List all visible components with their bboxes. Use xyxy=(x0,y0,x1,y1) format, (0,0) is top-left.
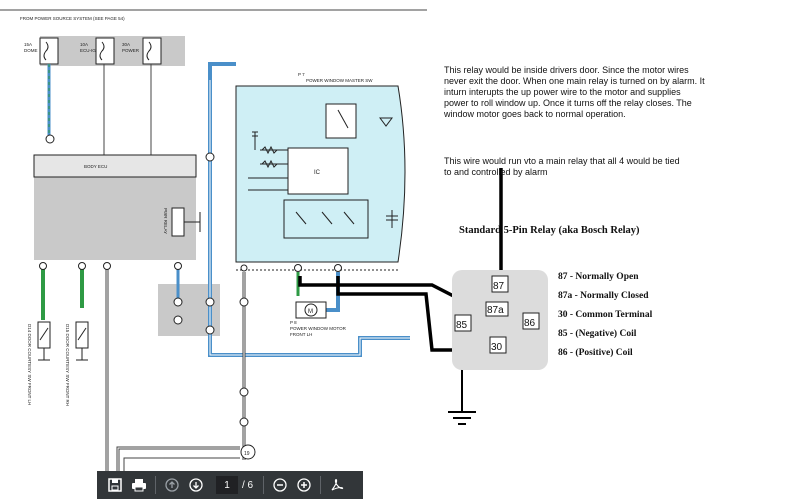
svg-text:ECU-IG: ECU-IG xyxy=(80,48,96,53)
power-source-header: FROM POWER SOURCE SYSTEM (SEE PAGE 54) xyxy=(20,16,125,21)
door-courtesy-switch-lh: D14 DOOR COURTESY SW FRONT LH xyxy=(27,321,51,405)
annotation-wire-2 xyxy=(336,276,490,352)
relay-legend-85: 85 - (Negative) Coil xyxy=(558,329,637,339)
pin-87a: 87a xyxy=(487,305,504,316)
annotation-note-relay: This relay would be inside drivers door.… xyxy=(444,65,705,119)
fuse-ecu-ig: 10A ECU-IG xyxy=(80,37,115,65)
next-page-button[interactable] xyxy=(184,471,208,499)
relay-title: Standard 5-Pin Relay (aka Bosch Relay) xyxy=(459,225,640,236)
svg-text:D15 DOOR COURTESY SW FRONT RH: D15 DOOR COURTESY SW FRONT RH xyxy=(65,324,70,406)
svg-text:FRONT LH: FRONT LH xyxy=(290,332,312,337)
body-ecu-label: BODY ECU xyxy=(84,164,107,169)
wire-blue-supply xyxy=(208,62,236,80)
pin-85: 85 xyxy=(456,320,468,331)
master-sw-id: P 7 xyxy=(298,72,305,77)
zoom-in-icon xyxy=(297,478,311,492)
fuse-dome: 15A DOME xyxy=(24,37,59,65)
page-number-input[interactable]: 1 xyxy=(216,476,238,494)
acrobat-icon xyxy=(331,479,344,491)
ic-block xyxy=(287,147,349,195)
pin-87: 87 xyxy=(493,281,505,292)
page-down-icon xyxy=(189,478,203,492)
page-total: / 6 xyxy=(242,479,254,491)
svg-text:IC: IC xyxy=(314,170,321,176)
previous-page-button[interactable] xyxy=(160,471,184,499)
print-icon xyxy=(132,479,146,492)
open-in-acrobat-button[interactable] xyxy=(325,471,349,499)
page-up-icon xyxy=(165,478,179,492)
svg-text:10A: 10A xyxy=(80,42,88,47)
body-ecu xyxy=(33,154,197,178)
svg-text:POWER WINDOW MOTOR: POWER WINDOW MOTOR xyxy=(290,326,347,331)
relay-legend-30: 30 - Common Terminal xyxy=(558,310,653,320)
toolbar-separator xyxy=(155,476,156,494)
pin-30: 30 xyxy=(491,342,503,353)
relay-pins: 87 87a 85 86 30 xyxy=(454,275,540,354)
svg-text:M: M xyxy=(308,309,313,315)
save-icon xyxy=(108,478,122,492)
pin-86: 86 xyxy=(524,318,536,329)
svg-text:POWER: POWER xyxy=(122,48,140,53)
annotation-note-wire: This wire would run vto a main relay tha… xyxy=(444,156,680,177)
master-sw-connector xyxy=(236,264,398,272)
relay-legend-86: 86 - (Positive) Coil xyxy=(558,348,633,358)
svg-text:D14 DOOR COURTESY SW FRONT LH: D14 DOOR COURTESY SW FRONT LH xyxy=(27,324,32,405)
relay-legend-87: 87 - Normally Open xyxy=(558,272,639,282)
zoom-out-button[interactable] xyxy=(268,471,292,499)
ground-symbol xyxy=(448,411,476,425)
svg-text:19: 19 xyxy=(244,451,250,457)
pdf-toolbar: 1 / 6 xyxy=(97,471,363,499)
door-courtesy-switch-rh: D15 DOOR COURTESY SW FRONT RH xyxy=(65,321,89,406)
print-button[interactable] xyxy=(127,471,151,499)
fuse-power: 30A POWER xyxy=(122,37,162,65)
svg-text:15A: 15A xyxy=(24,42,32,47)
toolbar-separator xyxy=(320,476,322,494)
ecu-connectors xyxy=(39,262,182,270)
zoom-out-icon xyxy=(273,478,287,492)
pwr-relay xyxy=(171,207,185,237)
svg-text:PWR RELAY: PWR RELAY xyxy=(163,208,168,234)
zoom-in-button[interactable] xyxy=(292,471,316,499)
master-sw-label: POWER WINDOW MASTER SW xyxy=(306,78,373,83)
bosch-relay xyxy=(452,270,548,370)
save-button[interactable] xyxy=(103,471,127,499)
svg-text:P 8: P 8 xyxy=(290,320,297,325)
power-window-motor: M P 8 POWER WINDOW MOTOR FRONT LH xyxy=(290,301,347,337)
relay-legend-87a: 87a - Normally Closed xyxy=(558,291,649,301)
svg-text:30A: 30A xyxy=(122,42,130,47)
toolbar-separator xyxy=(263,476,265,494)
svg-text:DOME: DOME xyxy=(24,48,38,53)
splice-point xyxy=(240,444,256,460)
